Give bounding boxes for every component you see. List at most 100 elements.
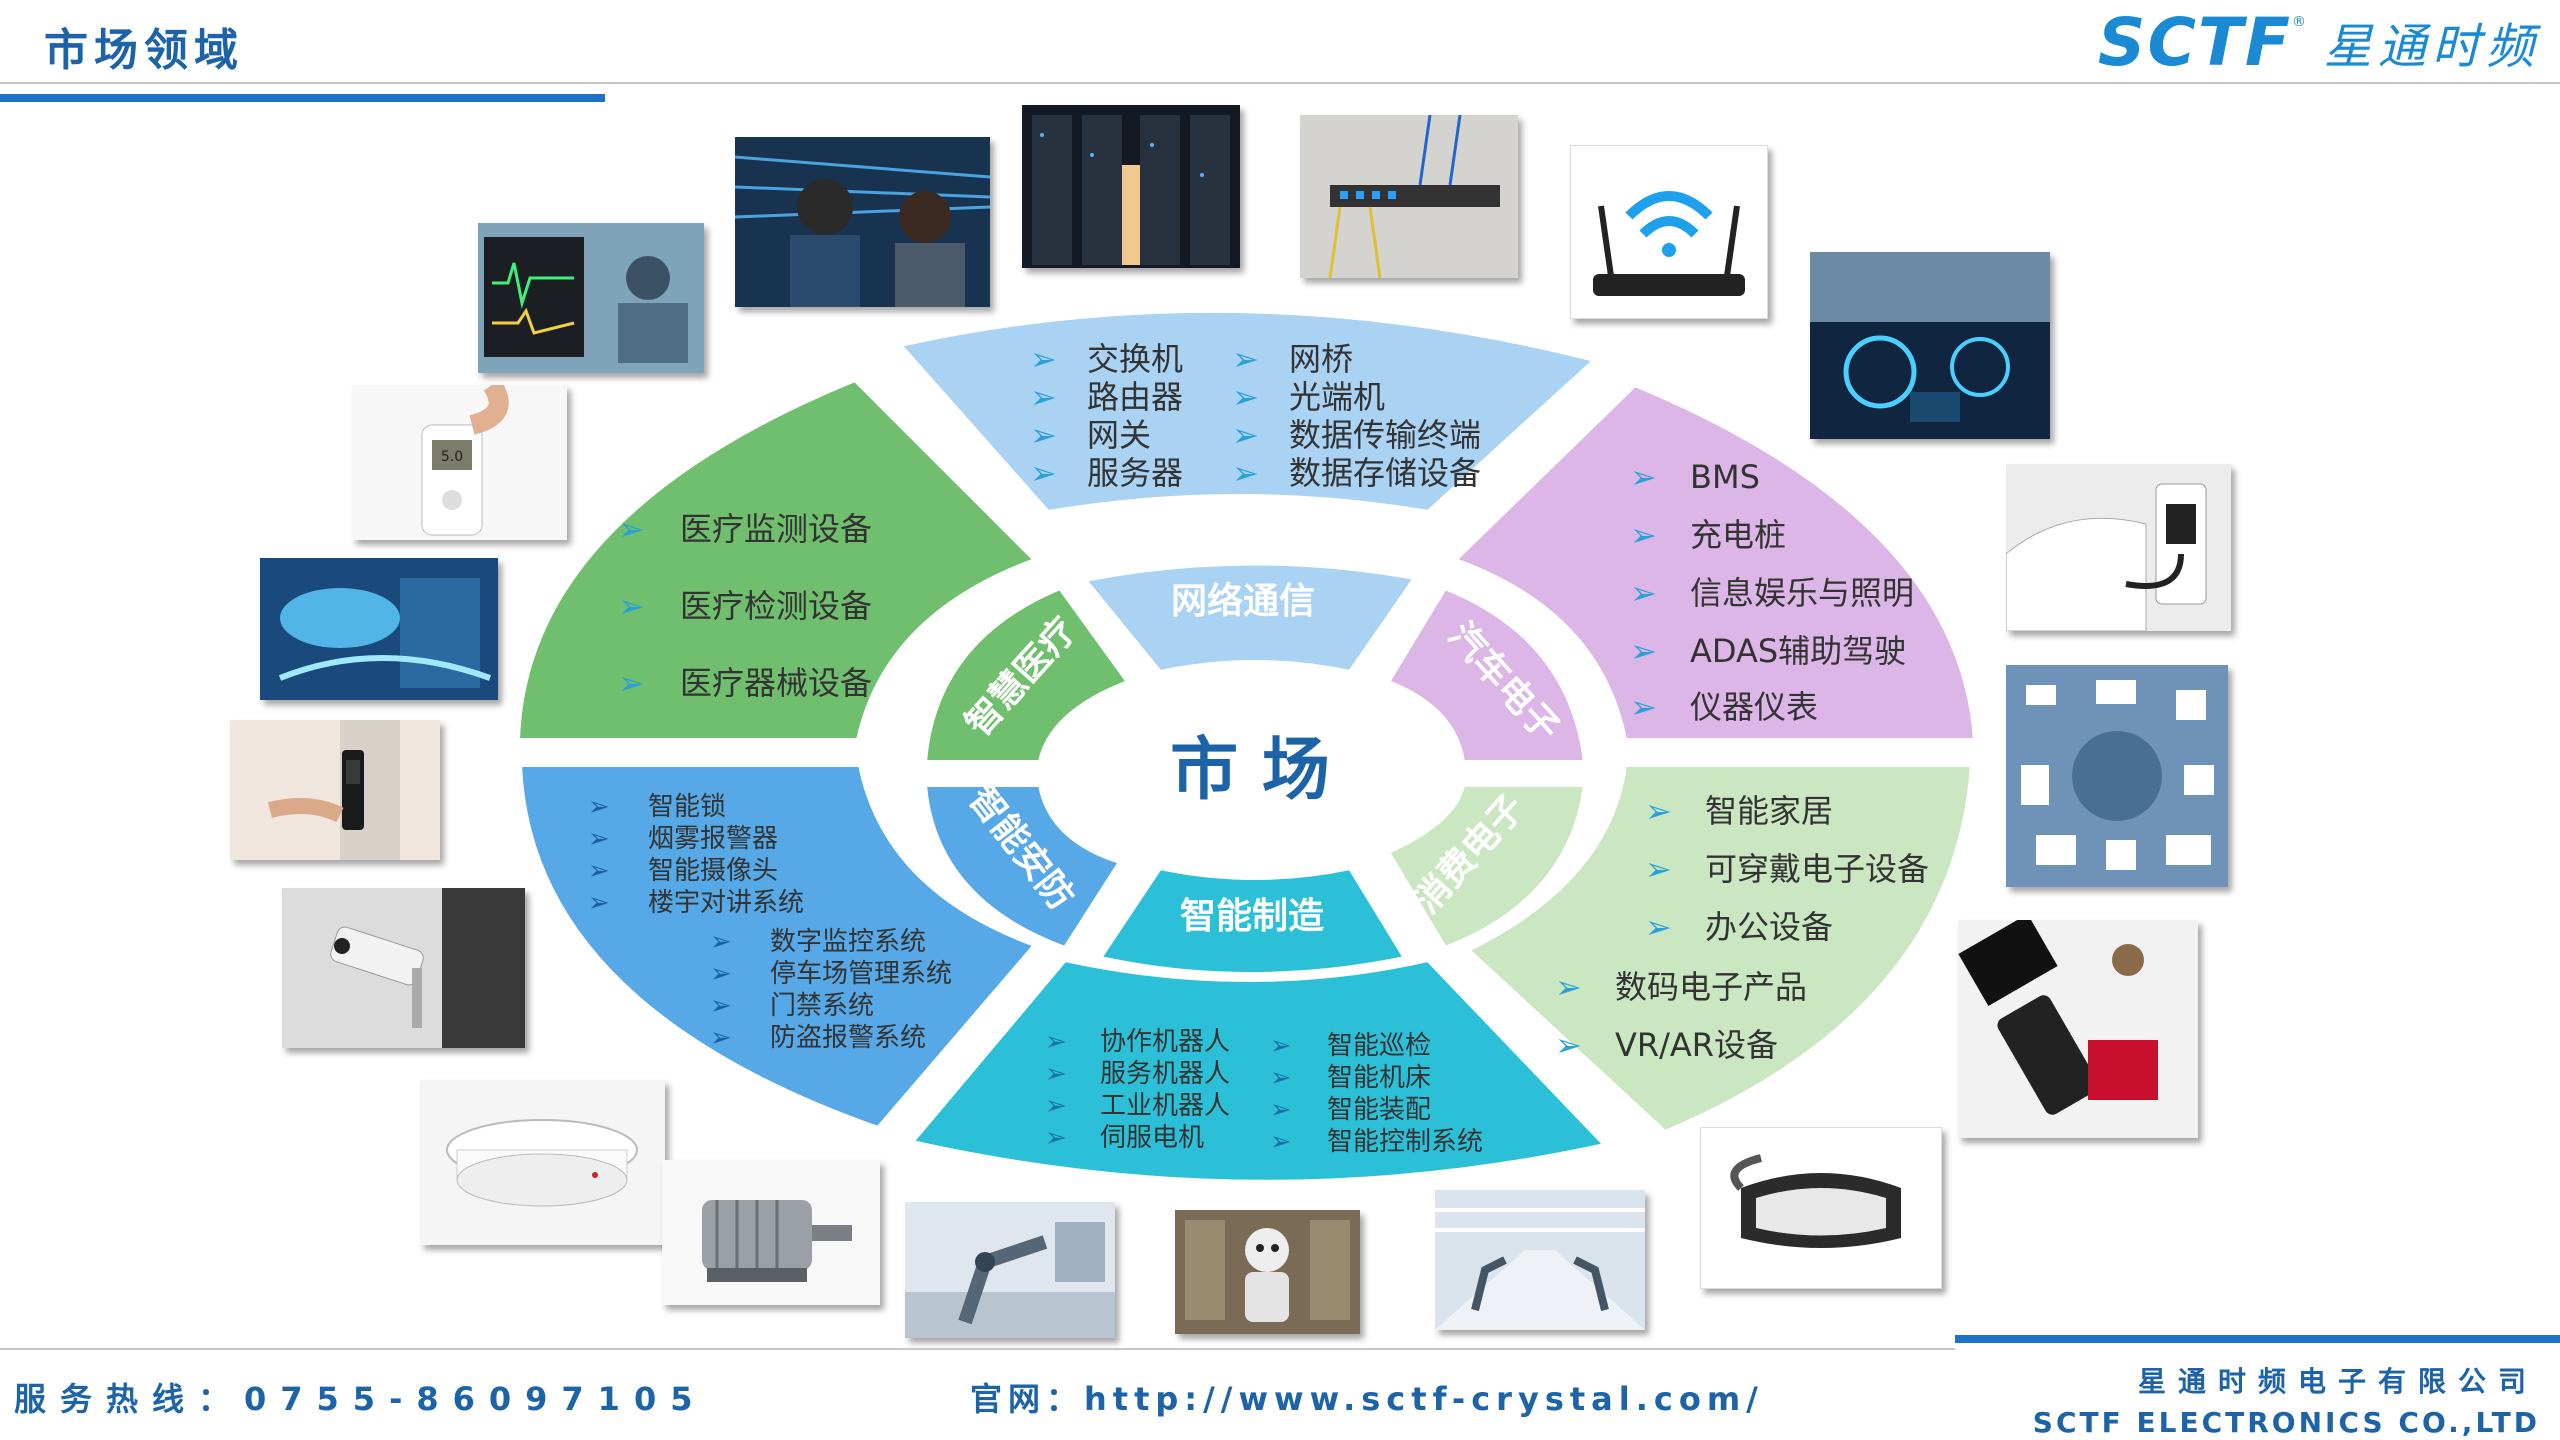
list-item: 智能摄像头 [648, 856, 778, 886]
manufacturing-list-col1: ➢协作机器人 ➢服务机器人 ➢工业机器人 ➢伺服电机 [1045, 1027, 1230, 1153]
arrow-icon: ➢ [1630, 516, 1657, 554]
consumer-list: ➢智能家居 ➢可穿戴电子设备 ➢办公设备 ➢数码电子产品 ➢VR/AR设备 [1555, 792, 1929, 1064]
security-list-col1: ➢ 智能锁 ➢ 烟雾报警器 ➢ 智能摄像头 ➢ 楼宇对讲系统 [588, 792, 804, 918]
list-item: 伺服电机 [1100, 1123, 1204, 1153]
arrow-icon: ➢ [1630, 458, 1657, 496]
arrow-icon: ➢ [588, 792, 610, 822]
list-item: 数字监控系统 [770, 927, 926, 957]
arrow-icon: ➢ [1030, 340, 1057, 378]
list-item: 数据传输终端 [1289, 416, 1481, 454]
photo-network-rack [1300, 115, 1518, 278]
arrow-icon: ➢ [710, 1023, 732, 1053]
header-accent-bar [0, 94, 605, 102]
photo-vr-headset [1700, 1127, 1942, 1289]
list-item: 医疗器械设备 [680, 664, 872, 702]
arrow-icon: ➢ [618, 510, 645, 548]
arrow-icon: ➢ [1270, 1127, 1292, 1157]
list-item: ADAS辅助驾驶 [1690, 632, 1906, 670]
list-item: 仪器仪表 [1690, 688, 1818, 726]
ring-label-manufacturing: 智能制造 [1180, 896, 1324, 937]
logo-registered-mark: ® [2291, 14, 2306, 30]
arrow-icon: ➢ [710, 959, 732, 989]
list-item: 烟雾报警器 [648, 824, 778, 854]
list-item: 服务器 [1087, 454, 1183, 492]
photo-wifi-router [1570, 145, 1768, 319]
list-item: 智能机床 [1327, 1063, 1431, 1093]
segment-consumer [1464, 763, 1975, 1135]
arrow-icon: ➢ [1645, 792, 1672, 830]
logo-text-cn: 星通时频 [2323, 19, 2540, 75]
list-item: 服务机器人 [1100, 1059, 1230, 1089]
service-hotline: 服务热线：0755-86097105 [14, 1380, 707, 1418]
arrow-icon: ➢ [1045, 1123, 1067, 1153]
arrow-icon: ➢ [1030, 378, 1057, 416]
list-item: 智能锁 [648, 792, 726, 822]
meter-reading: 5.0 [441, 449, 463, 465]
arrow-icon: ➢ [618, 587, 645, 625]
list-item: 光端机 [1289, 378, 1385, 416]
photo-smart-lock [230, 720, 440, 860]
security-list-col2: ➢数字监控系统 ➢停车场管理系统 ➢门禁系统 ➢防盗报警系统 [710, 927, 952, 1053]
list-item: 网关 [1087, 416, 1151, 454]
list-item: 数码电子产品 [1615, 968, 1807, 1006]
company-name-cn: 星通时频电子有限公司 [2137, 1365, 2538, 1398]
photo-ev-charger [2006, 464, 2231, 631]
list-item: 信息娱乐与照明 [1690, 574, 1914, 612]
list-item: 协作机器人 [1100, 1027, 1230, 1057]
arrow-icon: ➢ [1232, 416, 1259, 454]
arrow-icon: ➢ [1555, 968, 1582, 1006]
ring-manufacturing [1096, 865, 1409, 976]
arrow-icon: ➢ [1030, 416, 1057, 454]
list-item: 网桥 [1289, 340, 1353, 378]
segment-auto [1451, 382, 1978, 742]
center-ellipse [1075, 676, 1425, 860]
arrow-icon: ➢ [1555, 1026, 1582, 1064]
arrow-icon: ➢ [710, 991, 732, 1021]
list-item: 数据存储设备 [1289, 454, 1481, 492]
arrow-icon: ➢ [1630, 632, 1657, 670]
list-item: 停车场管理系统 [770, 959, 952, 989]
medical-list: ➢医疗监测设备 ➢医疗检测设备 ➢医疗器械设备 [618, 510, 872, 702]
center-label: 市 场 [1170, 731, 1330, 810]
brand-logo: SCTF ® 星通时频 [2097, 3, 2540, 81]
list-item: 楼宇对讲系统 [648, 888, 804, 918]
arrow-icon: ➢ [588, 824, 610, 854]
arrow-icon: ➢ [1645, 850, 1672, 888]
website-link[interactable]: 官网：http://www.sctf-crystal.com/ [970, 1380, 1764, 1418]
list-item: BMS [1690, 458, 1760, 496]
footer-accent-bar [1955, 1335, 2560, 1343]
photo-industrial-robot-arm [905, 1202, 1115, 1338]
ring-network [1081, 561, 1419, 675]
list-item: 工业机器人 [1100, 1091, 1230, 1121]
ring-label-network: 网络通信 [1171, 580, 1315, 622]
arrow-icon: ➢ [1232, 454, 1259, 492]
arrow-icon: ➢ [1630, 574, 1657, 612]
company-name-en: SCTF ELECTRONICS CO.,LTD [2032, 1406, 2540, 1439]
list-item: 路由器 [1087, 378, 1183, 416]
arrow-icon: ➢ [588, 888, 610, 918]
list-item: 交换机 [1087, 340, 1183, 378]
logo-text-en: SCTF [2097, 3, 2292, 81]
network-list-col2: ➢网桥 ➢光端机 ➢数据传输终端 ➢数据存储设备 [1232, 340, 1481, 492]
arrow-icon: ➢ [588, 856, 610, 886]
photo-smoke-detector [420, 1080, 665, 1245]
photo-network-technicians [735, 137, 990, 307]
photo-servo-motor [662, 1160, 880, 1305]
arrow-icon: ➢ [1045, 1059, 1067, 1089]
arrow-icon: ➢ [1270, 1031, 1292, 1061]
page-title: 市场领域 [44, 25, 244, 76]
arrow-icon: ➢ [1232, 340, 1259, 378]
arrow-icon: ➢ [618, 664, 645, 702]
segment-network [896, 308, 1600, 515]
arrow-icon: ➢ [1645, 908, 1672, 946]
photo-digital-devices [1958, 920, 2198, 1138]
segment-manufacturing [908, 957, 1609, 1184]
footer-divider [0, 1348, 1955, 1350]
arrow-icon: ➢ [1030, 454, 1057, 492]
ring-auto [1385, 585, 1588, 764]
photo-blood-glucose-meter: 5.0 [352, 385, 567, 540]
photo-patient-monitor [478, 223, 704, 373]
list-item: 办公设备 [1705, 908, 1833, 946]
list-item: 可穿戴电子设备 [1705, 850, 1929, 888]
